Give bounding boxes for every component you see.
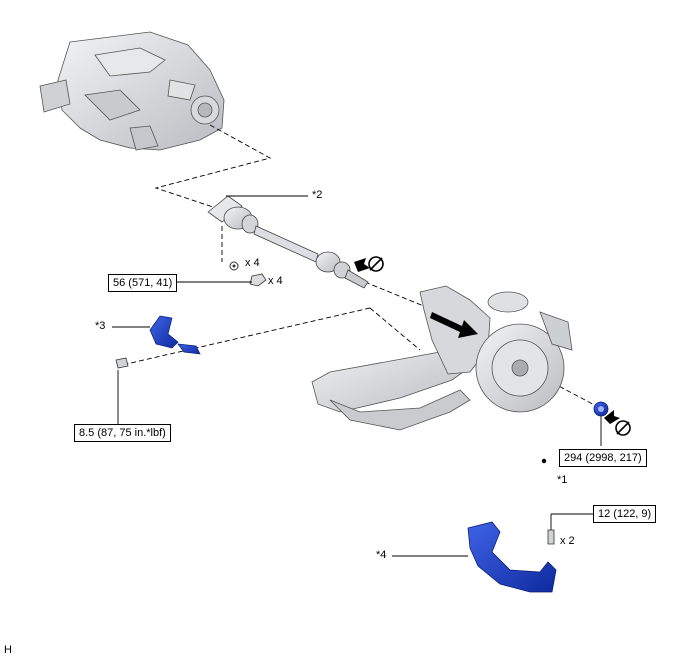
torque-nut: 56 (571, 41) — [108, 274, 178, 292]
torque-cover-bolt: 12 (122, 9) — [593, 505, 657, 523]
bolt-quantity: x 2 — [560, 535, 575, 547]
sensor-bolt — [115, 357, 129, 369]
washer-quantity: x 4 — [245, 257, 260, 269]
leader-lines — [112, 195, 602, 557]
nut-quantity: x 4 — [268, 275, 283, 287]
drive-shaft — [207, 195, 369, 289]
callout-3: *3 — [95, 320, 106, 332]
arrow-icon — [430, 312, 478, 338]
cover-bolt — [547, 529, 555, 545]
torque-axle-nut: 294 (2998, 217) — [559, 449, 647, 467]
washer — [229, 261, 239, 271]
rear-axle-carrier — [311, 285, 573, 431]
axle-nut — [593, 401, 609, 417]
callout-1: *1 — [557, 474, 568, 486]
no-reuse-icon — [368, 256, 384, 272]
differential-assembly — [39, 31, 225, 151]
callout-4: *4 — [376, 549, 387, 561]
callout-2: *2 — [312, 189, 323, 201]
cover — [467, 521, 557, 593]
speed-sensor — [149, 315, 201, 355]
small-arrow-icon — [354, 258, 620, 424]
bullet-dot — [541, 458, 547, 464]
figure-code: H — [4, 644, 12, 656]
nut — [249, 273, 267, 287]
no-reuse-icon — [615, 420, 631, 436]
torque-sensor-bolt: 8.5 (87, 75 in.*lbf) — [74, 424, 171, 442]
